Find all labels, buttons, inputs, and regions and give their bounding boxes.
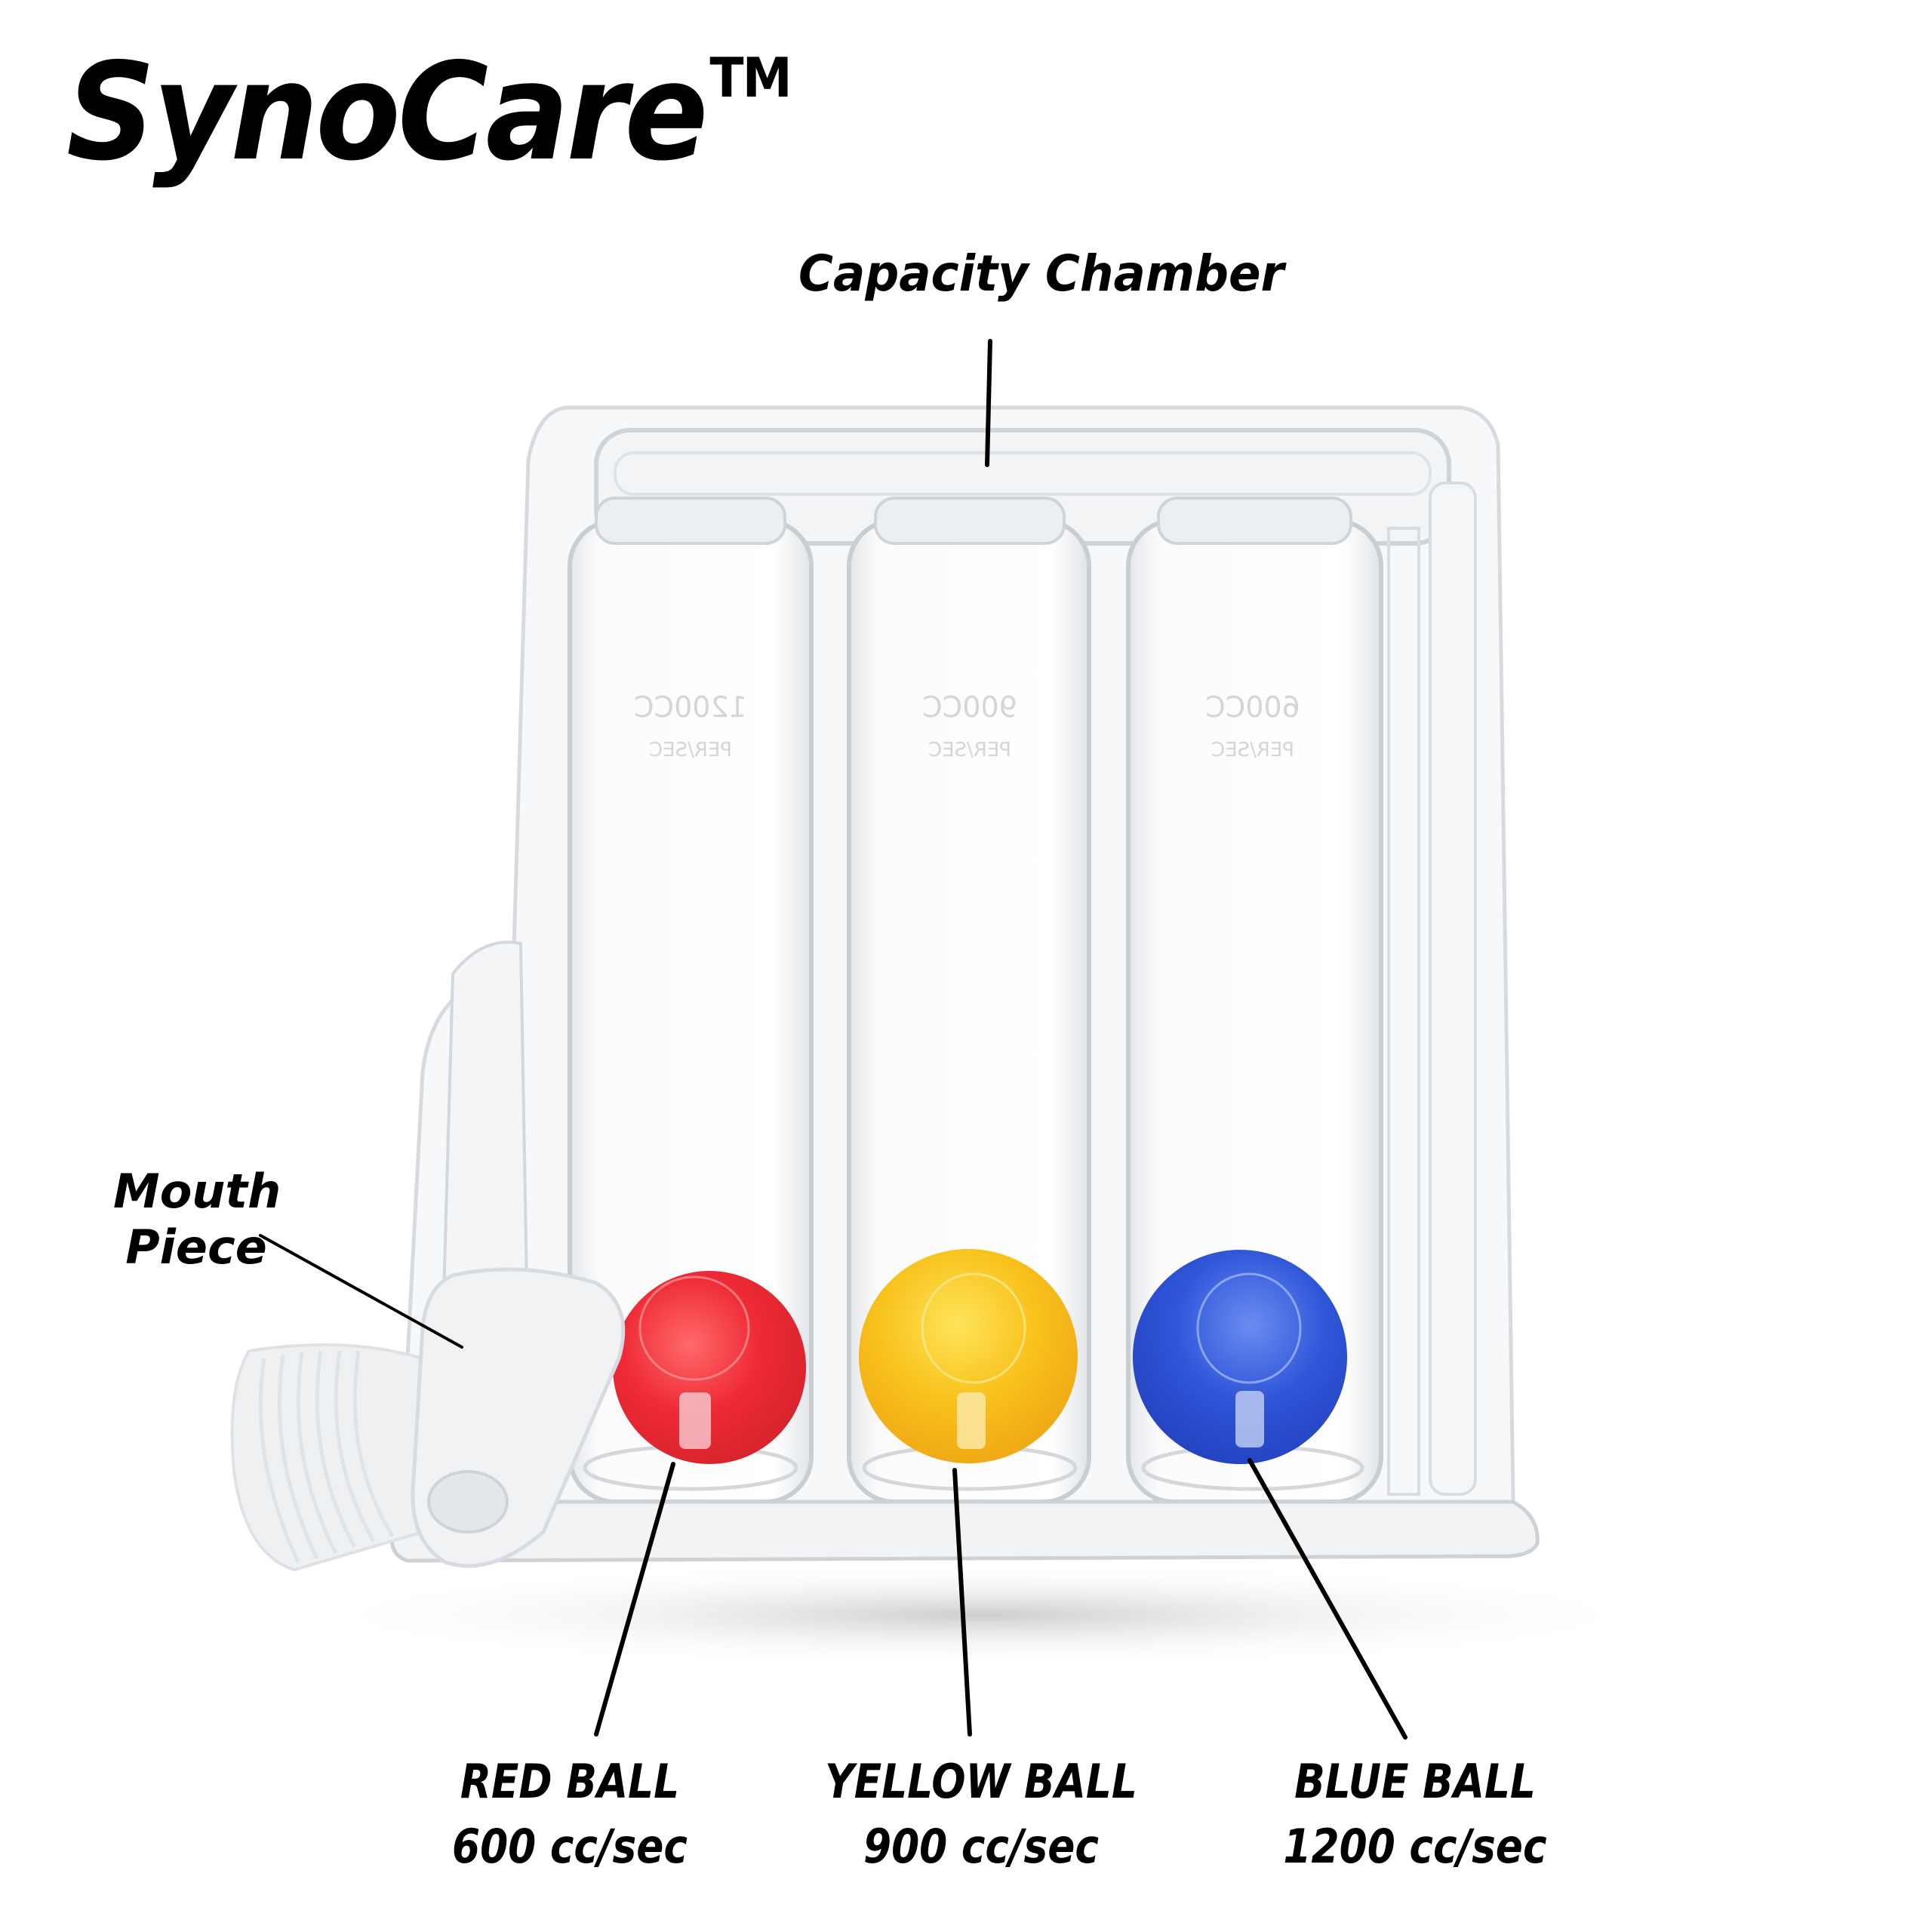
- air-channel: [439, 940, 531, 1375]
- tubes: [568, 497, 1383, 1504]
- yellow-ball-leader: [952, 1468, 972, 1737]
- blue-ball-label: BLUE BALL 1200 cc/sec: [1278, 1749, 1551, 1878]
- mouth-piece-label: Mouth Piece: [113, 1164, 281, 1276]
- callout-lines: [259, 339, 1407, 1740]
- ball-name: BLUE BALL: [1294, 1754, 1536, 1809]
- mouth-piece-label-line2: Piece: [125, 1220, 267, 1275]
- tube-marking-volume: 900CC: [922, 691, 1017, 724]
- tube-marking-unit: PER/SEC: [1211, 739, 1294, 761]
- tube-marking-unit: PER/SEC: [649, 739, 732, 761]
- ball-name: RED BALL: [460, 1754, 680, 1809]
- capacity-chamber-leader: [985, 339, 992, 467]
- red-ball-label: RED BALL 600 cc/sec: [433, 1749, 706, 1878]
- mouthpiece-assembly: [230, 1267, 626, 1572]
- trademark-symbol: TM: [709, 46, 792, 109]
- ball-rate: 900 cc/sec: [863, 1818, 1100, 1874]
- blue-ball: [1133, 1250, 1347, 1464]
- yellow-ball: [859, 1249, 1078, 1463]
- mouth-piece-label-line1: Mouth: [113, 1164, 281, 1219]
- yellow-ball-label: YELLOW BALL 900 cc/sec: [819, 1749, 1143, 1878]
- tube-marking-volume: 1200CC: [634, 691, 747, 724]
- brand-logo: SynoCareTM: [66, 45, 792, 180]
- capacity-chamber-label: Capacity Chamber: [798, 245, 1284, 303]
- red-ball: [613, 1271, 806, 1464]
- device-base: [389, 1500, 1540, 1563]
- ball-rate: 600 cc/sec: [451, 1818, 688, 1874]
- ball-name: YELLOW BALL: [825, 1754, 1137, 1809]
- blue-ball-leader: [1247, 1458, 1407, 1740]
- brand-name: SynoCare: [66, 34, 709, 190]
- tube-marking-volume: 600CC: [1205, 691, 1300, 724]
- floor-shadow: [302, 1562, 1660, 1668]
- red-ball-leader: [594, 1462, 675, 1737]
- ball-rate: 1200 cc/sec: [1283, 1818, 1547, 1874]
- tube-marking-unit: PER/SEC: [928, 739, 1011, 761]
- tube-markings: 1200CC PER/SEC 900CC PER/SEC 600CC PER/S…: [634, 691, 1300, 761]
- mouth-piece-leader: [259, 1234, 463, 1349]
